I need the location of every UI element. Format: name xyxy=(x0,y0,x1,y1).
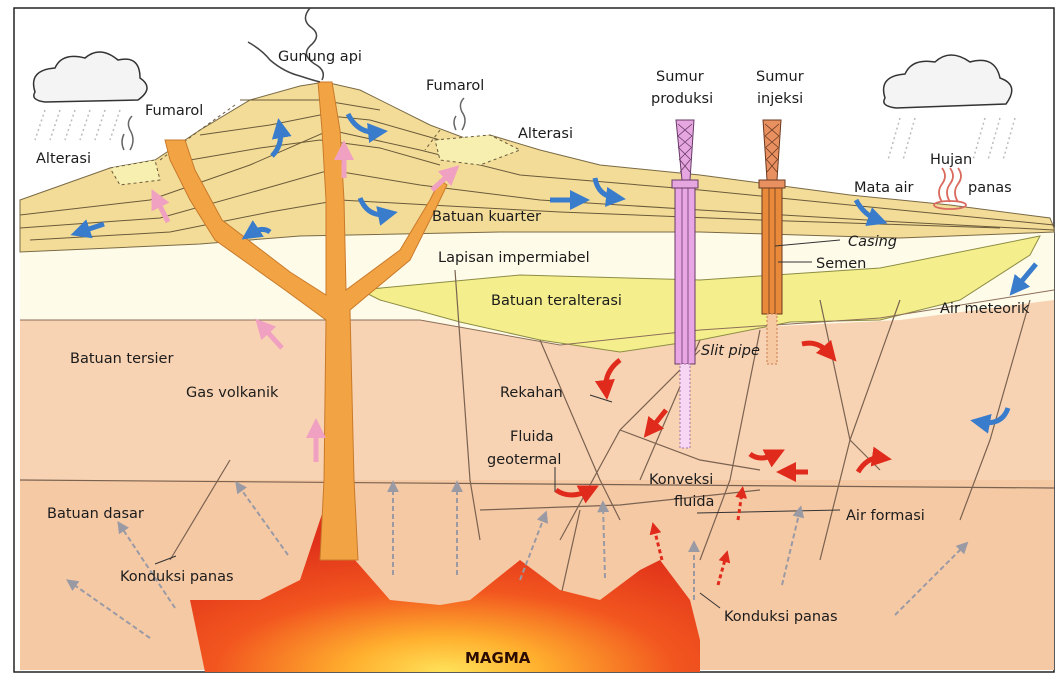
label-sumur-injeksi-line2: injeksi xyxy=(757,91,803,107)
label-alterasi-left: Alterasi xyxy=(36,151,91,167)
label-casing: Casing xyxy=(848,234,897,250)
label-konveksi-line1: Konveksi xyxy=(649,472,713,488)
label-batuan-teralterasi: Batuan teralterasi xyxy=(491,293,622,309)
label-fumarol-right: Fumarol xyxy=(426,78,484,94)
label-fluida-line2: geotermal xyxy=(487,452,561,468)
label-batuan-tersier: Batuan tersier xyxy=(70,351,173,367)
label-semen: Semen xyxy=(816,256,866,272)
label-magma: MAGMA xyxy=(465,649,531,667)
label-fluida-line1: Fluida xyxy=(510,429,554,445)
label-fumarol-left: Fumarol xyxy=(145,103,203,119)
label-rekahan: Rekahan xyxy=(500,385,563,401)
label-sumur-produksi-line1: Sumur xyxy=(656,69,704,85)
label-batuan-kuarter: Batuan kuarter xyxy=(432,209,541,225)
label-sumur-injeksi-line1: Sumur xyxy=(756,69,804,85)
label-hujan: Hujan xyxy=(930,152,972,168)
label-batuan-dasar: Batuan dasar xyxy=(47,506,144,522)
label-konveksi-line2: fluida xyxy=(674,494,714,510)
label-konduksi-panas-left: Konduksi panas xyxy=(120,569,234,585)
label-mata-air: Mata air xyxy=(854,180,913,196)
label-air-meteorik: Air meteorik xyxy=(940,301,1030,317)
label-lapisan-impermiabel: Lapisan impermiabel xyxy=(438,250,590,266)
label-gunung-api: Gunung api xyxy=(278,49,362,65)
label-alterasi-right: Alterasi xyxy=(518,126,573,142)
label-panas: panas xyxy=(968,180,1012,196)
label-sumur-produksi-line2: produksi xyxy=(651,91,713,107)
label-air-formasi: Air formasi xyxy=(846,508,925,524)
label-konduksi-panas-right: Konduksi panas xyxy=(724,609,838,625)
label-slit-pipe: Slit pipe xyxy=(701,343,760,359)
label-gas-volkanik: Gas volkanik xyxy=(186,385,279,401)
